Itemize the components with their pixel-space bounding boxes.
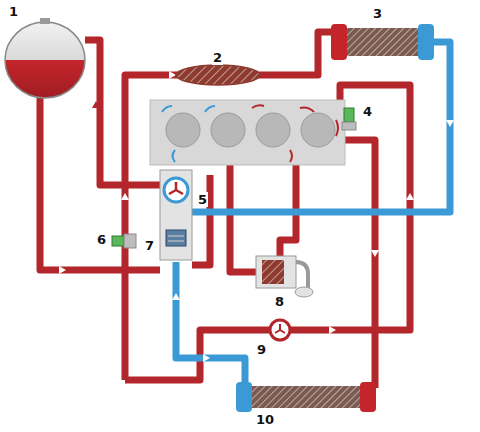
callout-number: 3: [372, 6, 383, 21]
flow-arrows: [59, 71, 454, 362]
pipe: [345, 140, 375, 388]
pipe: [192, 175, 210, 265]
pipe: [290, 85, 410, 330]
pipe: [230, 165, 256, 272]
engine-block: [150, 100, 345, 165]
cold-pipes: [176, 42, 450, 384]
pipe: [40, 98, 160, 270]
coolant-sensor: [112, 234, 136, 248]
auxiliary-pump: [270, 320, 290, 340]
pump-housing: [160, 170, 192, 260]
callout-number: 5: [197, 192, 208, 207]
radiator-upper: [331, 24, 434, 60]
temperature-sensor: [342, 108, 356, 130]
egr-cooler: [256, 256, 313, 297]
callout-number: 1: [8, 4, 19, 19]
callout-number: 7: [144, 238, 155, 253]
callout-number: 4: [362, 104, 373, 119]
callout-number: 8: [274, 294, 285, 309]
callout-number: 2: [212, 50, 223, 65]
heater-core: [176, 65, 260, 85]
radiator-lower: [236, 382, 376, 412]
callout-number: 10: [255, 412, 275, 427]
callout-number: 6: [96, 232, 107, 247]
expansion-tank: [5, 18, 85, 98]
pipe: [176, 262, 245, 384]
callout-number: 9: [256, 342, 267, 357]
